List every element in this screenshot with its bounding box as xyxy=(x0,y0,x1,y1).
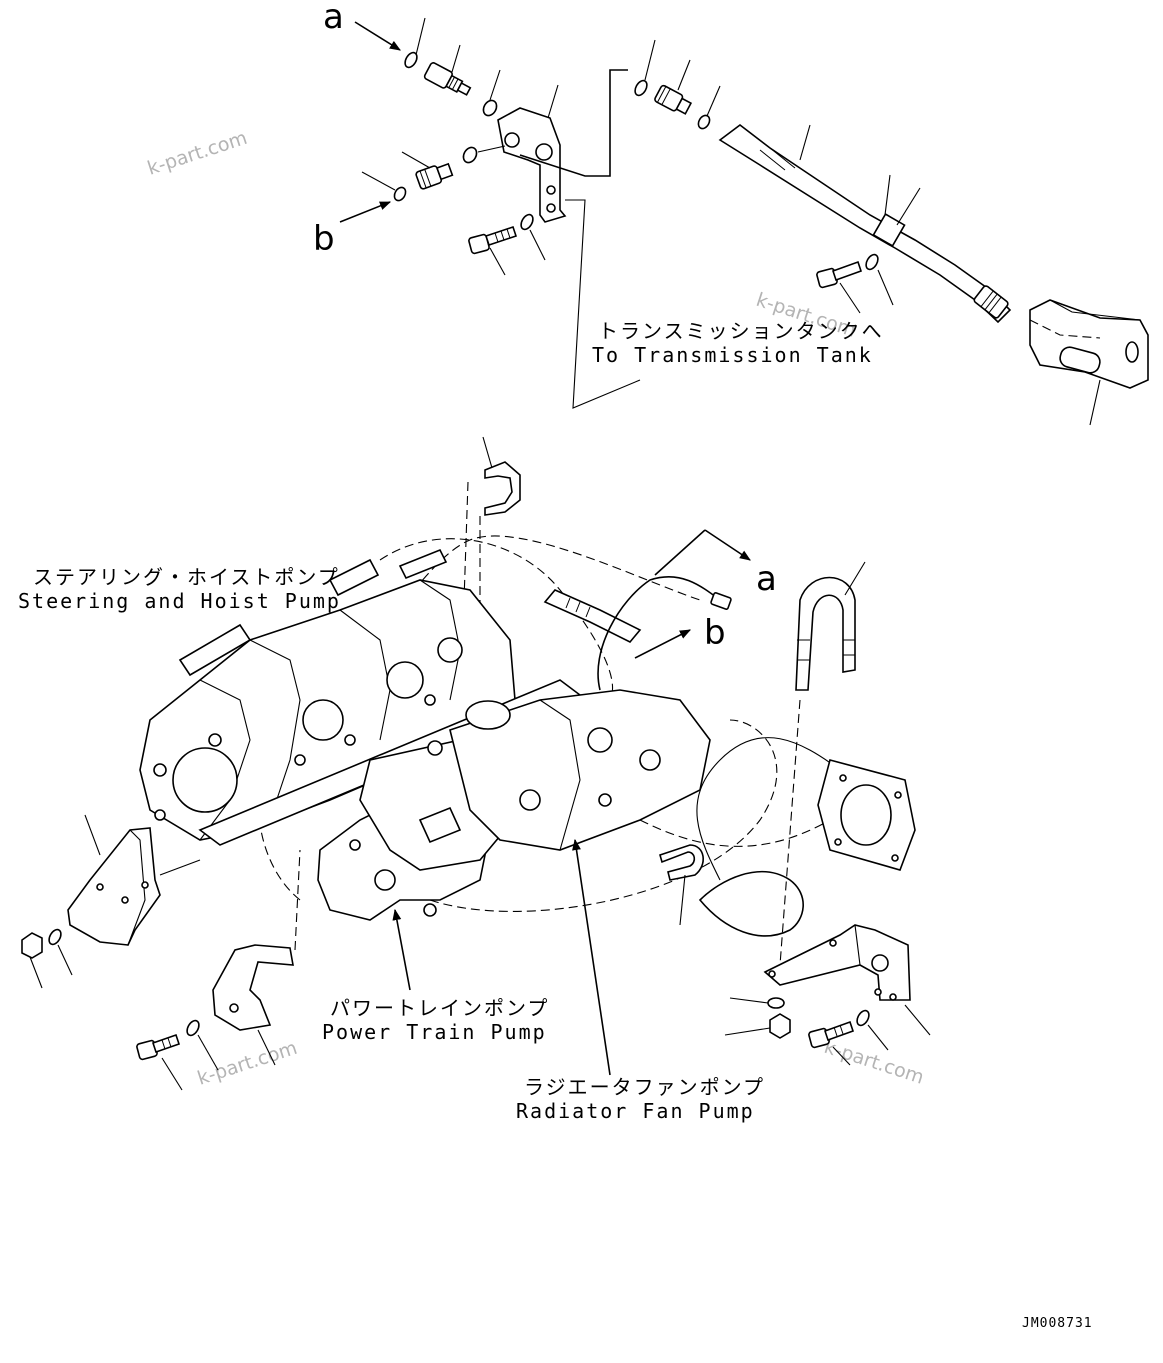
power-train-label-jp: パワートレインポンプ xyxy=(330,996,549,1020)
bracket-group-lower-left xyxy=(21,814,301,1091)
transmission-tank-label-en: To Transmission Tank xyxy=(592,343,873,367)
radiator-fan-label: ラジエータファンポンプ Radiator Fan Pump xyxy=(516,838,765,1123)
transmission-tank-label-jp: トランスミッションタンクへ xyxy=(598,319,884,343)
power-train-label: パワートレインポンプ Power Train Pump xyxy=(322,908,549,1044)
watermark-3: k-part.com xyxy=(195,1037,300,1090)
pump-assembly: a b xyxy=(139,436,916,966)
steering-pump-label-jp: ステアリング・ホイストポンプ xyxy=(33,565,340,589)
bracket-group-lower-right xyxy=(724,924,931,1066)
radiator-fan-label-jp: ラジエータファンポンプ xyxy=(524,1075,765,1099)
transmission-tank-label: トランスミッションタンクへ To Transmission Tank xyxy=(592,319,884,367)
watermark-4: k-part.com xyxy=(821,1036,926,1089)
callout-a-mid: a xyxy=(756,559,777,599)
watermark-1: k-part.com xyxy=(145,127,250,180)
radiator-fan-label-en: Radiator Fan Pump xyxy=(516,1099,755,1123)
hose-assembly-top-right xyxy=(634,39,1149,426)
power-train-label-en: Power Train Pump xyxy=(322,1020,547,1044)
steering-pump-label: ステアリング・ホイストポンプ Steering and Hoist Pump xyxy=(18,565,341,613)
callout-a-top: a xyxy=(323,0,344,37)
callout-b-mid: b xyxy=(704,613,726,653)
steering-pump-label-en: Steering and Hoist Pump xyxy=(18,589,341,613)
drawing-code: JM008731 xyxy=(1022,1316,1093,1331)
callout-b-top: b xyxy=(313,219,335,259)
fitting-group-top-left: a xyxy=(313,0,641,409)
